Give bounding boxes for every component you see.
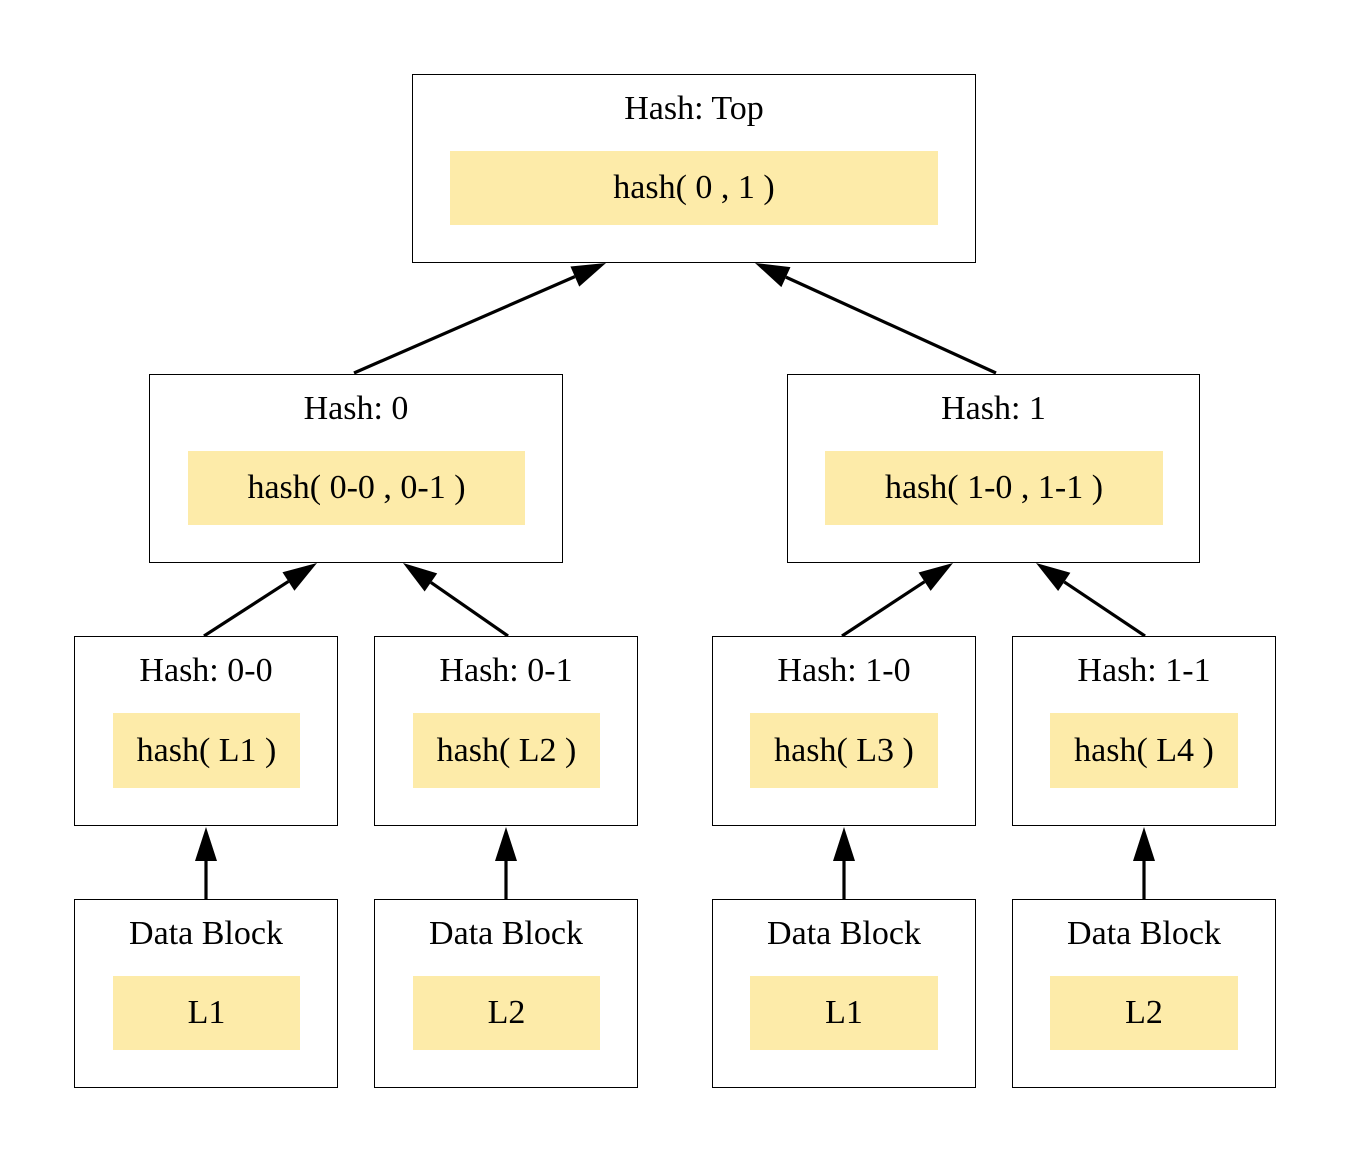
node-value: hash( L1 ): [113, 713, 300, 788]
node-title: Hash: 1-1: [1077, 652, 1211, 689]
arrowhead-h01-to-h0: [403, 563, 438, 592]
edge-line-h10-to-h1: [841, 580, 926, 638]
node-value: hash( 0-0 , 0-1 ): [188, 451, 525, 525]
arrowhead-h11-to-h1: [1036, 563, 1071, 592]
node-data-block-2: Data Block L2: [374, 899, 638, 1088]
arrowhead-h10-to-h1: [918, 563, 953, 591]
edge-line-h1-to-top: [785, 275, 997, 375]
edge-line-h11-to-h1: [1063, 580, 1146, 638]
arrowhead-h1-to-top: [755, 263, 791, 288]
node-data-block-4: Data Block L2: [1012, 899, 1276, 1088]
node-title: Hash: 0-0: [139, 652, 273, 689]
node-hash-top: Hash: Top hash( 0 , 1 ): [412, 74, 976, 263]
node-title: Data Block: [1067, 915, 1221, 952]
node-value: L1: [113, 976, 300, 1050]
node-title: Data Block: [129, 915, 283, 952]
arrowhead-d2-to-h01: [495, 827, 517, 861]
node-hash-0: Hash: 0 hash( 0-0 , 0-1 ): [149, 374, 563, 563]
node-title: Data Block: [429, 915, 583, 952]
node-value: L2: [1050, 976, 1238, 1050]
edge-line-h0-to-top: [353, 275, 576, 375]
node-value: hash( 1-0 , 1-1 ): [825, 451, 1163, 525]
node-title: Hash: 1: [941, 390, 1046, 427]
node-title: Hash: 0-1: [439, 652, 573, 689]
node-hash-1: Hash: 1 hash( 1-0 , 1-1 ): [787, 374, 1200, 563]
edge-line-h00-to-h0: [203, 580, 290, 638]
arrowhead-d3-to-h10: [833, 827, 855, 861]
arrowhead-h0-to-top: [570, 263, 606, 287]
node-title: Data Block: [767, 915, 921, 952]
node-hash-0-1: Hash: 0-1 hash( L2 ): [374, 636, 638, 826]
node-title: Hash: 0: [303, 390, 409, 427]
arrowhead-d1-to-h00: [195, 827, 217, 861]
node-title: Hash: Top: [624, 90, 764, 127]
node-value: L1: [750, 976, 938, 1050]
node-hash-0-0: Hash: 0-0 hash( L1 ): [74, 636, 338, 826]
node-value: hash( L4 ): [1050, 713, 1238, 788]
arrowhead-d4-to-h11: [1133, 827, 1155, 861]
node-hash-1-1: Hash: 1-1 hash( L4 ): [1012, 636, 1276, 826]
node-title: Hash: 1-0: [777, 652, 911, 689]
node-value: hash( 0 , 1 ): [450, 151, 938, 225]
arrowhead-h00-to-h0: [282, 563, 317, 591]
edge-line-h01-to-h0: [430, 581, 509, 638]
node-value: hash( L3 ): [750, 713, 938, 788]
node-data-block-1: Data Block L1: [74, 899, 338, 1088]
node-value: hash( L2 ): [413, 713, 600, 788]
node-value: L2: [413, 976, 600, 1050]
node-data-block-3: Data Block L1: [712, 899, 976, 1088]
node-hash-1-0: Hash: 1-0 hash( L3 ): [712, 636, 976, 826]
